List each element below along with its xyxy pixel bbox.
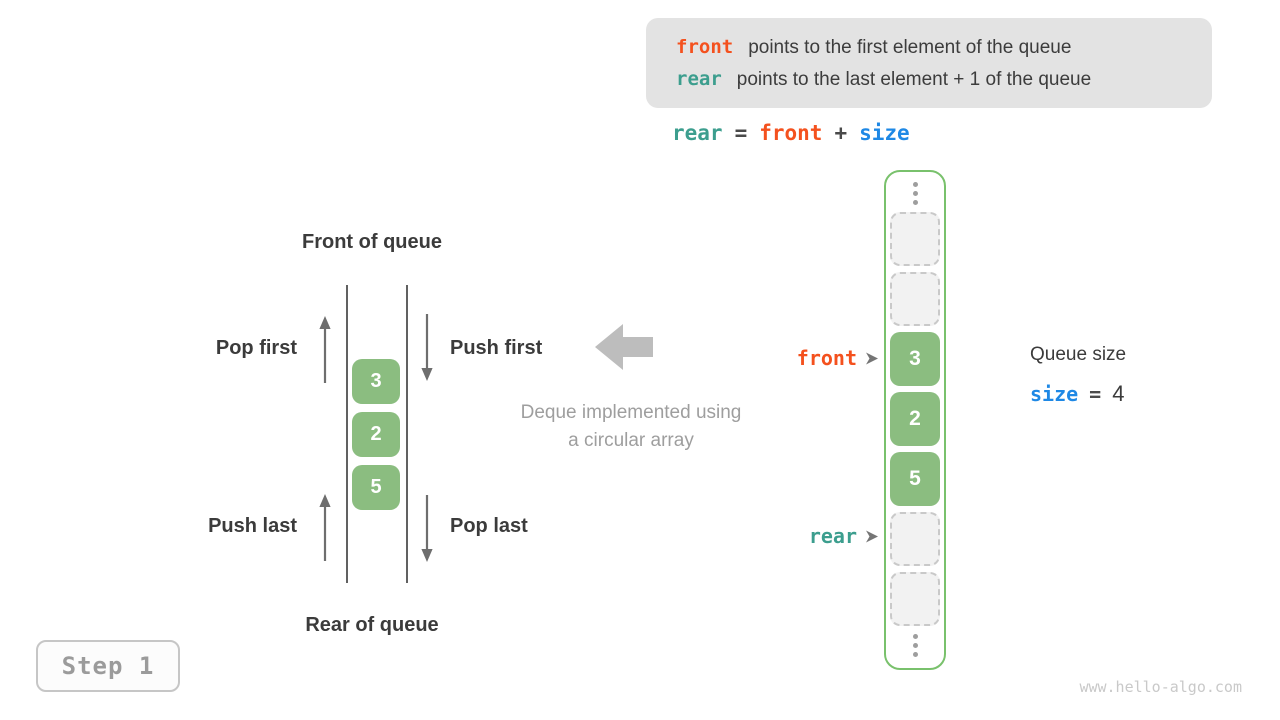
front-description: points to the first element of the queue (748, 36, 1072, 58)
queue-channel-left-line (346, 285, 348, 583)
front-pointer: front (797, 346, 878, 370)
arrow-up-icon (318, 315, 332, 390)
front-of-queue-label: Front of queue (302, 231, 442, 253)
array-cell (890, 572, 940, 626)
arrow-right-icon (866, 530, 878, 543)
formula: rear = front + size (672, 121, 910, 145)
queue-size-label: Queue size (1030, 344, 1127, 365)
queue-element: 3 (352, 359, 400, 404)
size-equals: = (1089, 382, 1102, 406)
pop-last-label: Pop last (450, 515, 528, 537)
queue-element: 5 (352, 465, 400, 510)
rear-keyword: rear (676, 67, 722, 90)
arrow-up-icon (318, 493, 332, 568)
array-cell: 5 (890, 452, 940, 506)
array-cell (890, 512, 940, 566)
big-left-arrow-icon (595, 322, 655, 377)
push-last-label: Push last (208, 515, 297, 537)
legend-box: front points to the first element of the… (646, 18, 1212, 108)
ellipsis-icon (912, 632, 918, 658)
array-cell (890, 272, 940, 326)
rear-description: points to the last element + 1 of the qu… (736, 68, 1092, 90)
queue-channel-right-line (406, 285, 408, 583)
legend-row-front: front points to the first element of the… (676, 36, 1212, 59)
formula-plus: + (834, 121, 848, 145)
size-value: 4 (1112, 381, 1125, 406)
array-cell (890, 212, 940, 266)
rear-of-queue-label: Rear of queue (305, 614, 439, 636)
watermark: www.hello-algo.com (1079, 678, 1242, 696)
cell-value: 3 (909, 347, 921, 370)
array-cell: 3 (890, 332, 940, 386)
push-first-label: Push first (450, 337, 543, 359)
queue-element: 2 (352, 412, 400, 457)
caption-line2: a circular array (568, 430, 694, 451)
legend-row-rear: rear points to the last element + 1 of t… (676, 68, 1212, 91)
rear-pointer: rear (809, 524, 878, 548)
formula-front: front (759, 121, 823, 145)
front-pointer-label: front (796, 346, 857, 370)
queue-size-equation: size = 4 (1030, 381, 1124, 407)
step-badge: Step 1 (36, 640, 180, 692)
circular-array-column: 3 2 5 (884, 170, 946, 670)
pop-first-label: Pop first (215, 337, 297, 359)
size-keyword: size (1030, 382, 1079, 406)
arrow-down-icon (420, 493, 434, 568)
caption-line1: Deque implemented using (520, 402, 742, 423)
cell-value: 2 (909, 407, 921, 430)
ellipsis-icon (912, 180, 918, 206)
diagram-caption: Deque implemented using a circular array (481, 399, 781, 455)
cell-value: 5 (909, 467, 921, 490)
formula-rear: rear (672, 121, 723, 145)
front-keyword: front (676, 35, 734, 58)
array-cell: 2 (890, 392, 940, 446)
formula-size: size (859, 121, 910, 145)
formula-equals: = (734, 121, 748, 145)
arrow-right-icon (866, 352, 878, 365)
rear-pointer-label: rear (808, 524, 857, 548)
arrow-down-icon (420, 312, 434, 387)
